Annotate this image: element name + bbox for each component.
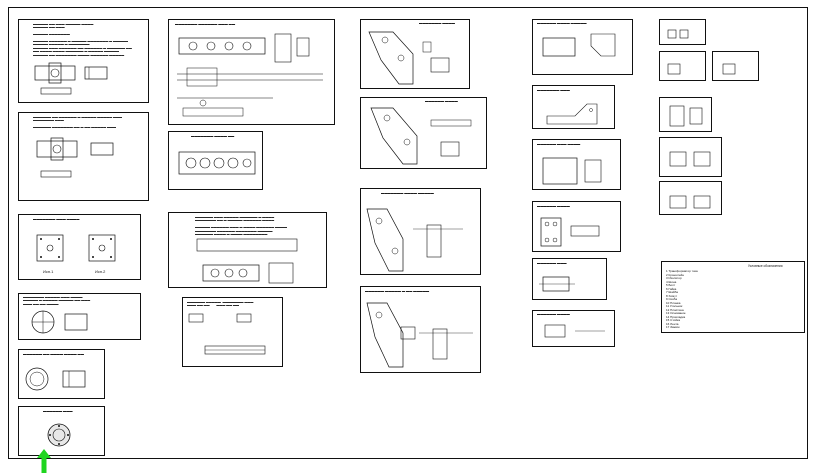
drawing-sheet-11[interactable]: ▬▬▬▬▬▬▬ ▬▬▬▬ [360, 19, 470, 89]
legend-item: 11 Угольник [666, 304, 683, 308]
legend-item: 1 Трансформатор тока [666, 269, 698, 273]
drawing-sheet-7[interactable]: ▬▬▬▬▬▬▬ ▬▬▬▬▬▬ ▬▬▬ ▬▬ [168, 19, 335, 125]
drawing-sheet-1[interactable]: ▬▬▬▬▬ ▬▬ ▬▬▬ ▬▬▬▬▬ ▬▬▬▬ ▬▬▬▬▬ ▬▬ ▬▬▬ ▬▬▬… [18, 19, 149, 103]
drawing-sheet-24[interactable] [659, 97, 712, 132]
drawing-sheet-5[interactable]: ▬▬▬▬▬▬ ▬▬ ▬▬▬▬ ▬▬▬▬ ▬▬ [18, 349, 105, 399]
coupling-drawing [47, 423, 71, 447]
legend-item: 6 Гайка [666, 286, 677, 291]
drawing-sheet-12[interactable]: ▬▬▬▬▬▬ ▬▬▬▬ [360, 97, 487, 169]
variant-label: Исп.2 [95, 269, 106, 274]
sheet-title: ▬▬▬▬▬▬ ▬▬▬ ▬▬▬▬ [537, 142, 581, 146]
legend-item: 5 Болт [666, 283, 676, 287]
detail-drawing [722, 63, 736, 75]
sheet-notes: ▬▬▬▬▬▬ ▬▬▬ ▬▬▬▬▬ ▬▬▬▬▬▬ ▬ ▬▬▬▬ ▬▬▬▬▬▬▬ ▬… [195, 215, 288, 237]
sheet-title: ▬▬▬▬▬▬ ▬▬▬▬ [425, 99, 458, 103]
legend-item: 12 Пластина [666, 307, 684, 312]
drawing-sheet-3[interactable]: ▬▬▬▬▬▬▬ ▬▬▬ ▬▬▬▬ Исп.1 Исп.2 [18, 214, 141, 280]
sheet-notes: ▬▬▬▬▬▬ ▬▬▬▬▬ ▬▬▬▬▬▬▬ ▬▬▬ ▬▬▬ ▬▬ ▬▬ ▬▬▬ ▬… [187, 300, 254, 308]
legend-item: 15 Стойка [666, 318, 681, 322]
sheet-title: ▬▬▬▬▬▬ ▬▬▬ [43, 409, 73, 413]
bracket-drawing [36, 137, 114, 178]
drawing-sheet-14[interactable]: ▬▬▬▬▬▬ ▬▬▬▬▬ ▬ ▬▬ ▬▬▬▬▬ [360, 286, 481, 373]
busbar-drawing [178, 151, 256, 175]
drawing-sheet-25[interactable] [659, 137, 722, 177]
legend-item: 17 Зажим [666, 325, 680, 329]
sheet-title: ▬▬▬▬▬▬▬ ▬▬▬ [537, 88, 570, 92]
variant-label: Исп.1 [43, 269, 54, 274]
bracket-drawing [366, 302, 473, 368]
pointer-arrow-icon [37, 449, 51, 473]
bracket-drawing [366, 208, 463, 272]
bracket-drawing [368, 31, 450, 85]
drawing-sheet-23[interactable] [712, 51, 759, 81]
busbar-drawing [196, 238, 298, 284]
drawing-sheet-8[interactable]: ▬▬▬▬▬▬▬ ▬▬▬▬ ▬▬ [168, 131, 263, 190]
sheet-title: ▬▬▬▬▬▬▬ ▬▬▬▬▬▬ ▬▬▬ ▬▬ [175, 22, 236, 26]
drawing-sheet-6[interactable]: ▬▬▬▬▬▬ ▬▬▬ [18, 406, 105, 456]
drawing-sheet-2[interactable]: ▬▬▬▬▬▬ ▬▬ ▬▬▬▬▬▬ ▬ ▬▬▬▬▬ ▬▬▬▬▬ ▬▬▬ ▬▬▬▬▬… [18, 112, 149, 201]
ring-drawing [31, 310, 88, 334]
sheet-title: ▬▬▬▬▬▬ ▬▬▬▬ [537, 312, 570, 316]
sheet-title: ▬▬▬▬▬▬▬ ▬▬▬▬ [419, 21, 455, 25]
legend-item: 2 Кронштейн [666, 272, 684, 277]
legend-item: 8 Хомут [666, 293, 678, 298]
drawing-sheet-17[interactable]: ▬▬▬▬▬▬ ▬▬▬ ▬▬▬▬ [532, 139, 621, 190]
detail-drawing [669, 105, 703, 127]
sheet-title: ▬▬▬▬▬▬ ▬▬▬ [537, 261, 567, 265]
detail-drawing [542, 157, 602, 185]
drawing-sheet-20[interactable]: ▬▬▬▬▬▬ ▬▬▬▬ [532, 310, 615, 347]
busbar-drawing [177, 33, 323, 117]
sheet-title: ▬▬▬▬▬▬▬ ▬▬▬▬ ▬▬ [191, 134, 235, 138]
legend-item: 3 Изолятор [666, 276, 682, 280]
sheet-title: ▬▬▬▬▬▬ ▬▬▬▬▬ ▬ ▬▬ ▬▬▬▬▬ [365, 289, 430, 293]
sheet-title: ▬▬▬▬▬▬▬ ▬▬▬ ▬▬▬▬ [33, 217, 80, 221]
drawing-sheet-9[interactable]: ▬▬▬▬▬▬ ▬▬▬ ▬▬▬▬▬ ▬▬▬▬▬▬ ▬ ▬▬▬▬ ▬▬▬▬▬▬▬ ▬… [168, 212, 327, 288]
legend-title: Условные обозначения [748, 264, 783, 268]
plate-drawing [546, 103, 598, 125]
ring-drawing [25, 367, 86, 391]
legend-item: 16 Лента [666, 321, 679, 326]
drawing-sheet-26[interactable] [659, 181, 722, 215]
plate-drawing [540, 217, 600, 247]
sheet-frame [8, 7, 808, 459]
drawing-sheet-15[interactable]: ▬▬▬▬▬▬ ▬▬▬▬ ▬▬▬▬▬ [532, 19, 633, 75]
sheet-title: ▬▬▬▬▬▬ ▬▬▬▬ ▬▬▬▬▬ [537, 21, 587, 25]
legend-item: 14 Прокладка [666, 314, 686, 319]
legend-item: 7 Шайба [666, 290, 678, 294]
drawing-sheet-4[interactable]: ▬▬▬▬▬▬▬ ▬▬▬▬▬ ▬▬▬ ▬▬▬▬ ▬▬▬▬▬ ▬ ▬▬▬▬▬ ▬▬▬… [18, 293, 141, 340]
legend-item: 13 Основание [666, 311, 686, 315]
drawing-sheet-16[interactable]: ▬▬▬▬▬▬▬ ▬▬▬ [532, 85, 615, 129]
detail-drawing [667, 63, 681, 75]
detail-drawing [669, 195, 711, 209]
bracket-drawing [370, 107, 472, 165]
sheet-title: ▬▬▬▬▬▬ ▬▬▬▬ [537, 204, 570, 208]
legend-sheet[interactable]: Условные обозначения 1 Трансформатор ток… [661, 261, 805, 333]
drawing-sheet-22[interactable] [659, 51, 706, 81]
sheet-title: ▬▬▬▬▬▬▬ ▬▬▬▬ ▬▬▬▬▬ [381, 191, 434, 195]
legend-item: 9 Скоба [666, 297, 678, 301]
detail-drawing [539, 276, 575, 292]
sheet-title: ▬▬▬▬▬▬ ▬▬ ▬▬▬▬ ▬▬▬▬ ▬▬ [23, 352, 84, 356]
detail-drawing [188, 313, 266, 355]
legend-item: 4 Шина [666, 279, 677, 284]
detail-drawing [542, 33, 616, 57]
drawing-sheet-18[interactable]: ▬▬▬▬▬▬ ▬▬▬▬ [532, 201, 621, 252]
detail-drawing [669, 151, 711, 167]
legend-item: 10 Планка [666, 300, 681, 305]
sheet-notes: ▬▬▬▬▬ ▬▬ ▬▬▬ ▬▬▬▬▬ ▬▬▬▬ ▬▬▬▬▬ ▬▬ ▬▬▬ ▬▬▬… [33, 22, 132, 57]
drawing-sheet-21[interactable] [659, 19, 706, 45]
drawing-sheet-19[interactable]: ▬▬▬▬▬▬ ▬▬▬ [532, 258, 607, 300]
drawing-sheet-13[interactable]: ▬▬▬▬▬▬▬ ▬▬▬▬ ▬▬▬▬▬ [360, 188, 481, 275]
detail-drawing [544, 324, 605, 338]
sheet-notes: ▬▬▬▬▬▬ ▬▬ ▬▬▬▬▬▬ ▬ ▬▬▬▬▬ ▬▬▬▬▬ ▬▬▬ ▬▬▬▬▬… [33, 115, 123, 130]
sheet-notes: ▬▬▬▬▬▬▬ ▬▬▬▬▬ ▬▬▬ ▬▬▬▬ ▬▬▬▬▬ ▬ ▬▬▬▬▬ ▬▬▬… [23, 295, 91, 306]
drawing-sheet-10[interactable]: ▬▬▬▬▬▬ ▬▬▬▬▬ ▬▬▬▬▬▬▬ ▬▬▬ ▬▬▬ ▬▬ ▬▬ ▬▬▬ ▬… [182, 297, 283, 367]
bracket-drawing [34, 62, 108, 95]
plate-drawing [36, 234, 116, 262]
detail-drawing [667, 29, 689, 39]
